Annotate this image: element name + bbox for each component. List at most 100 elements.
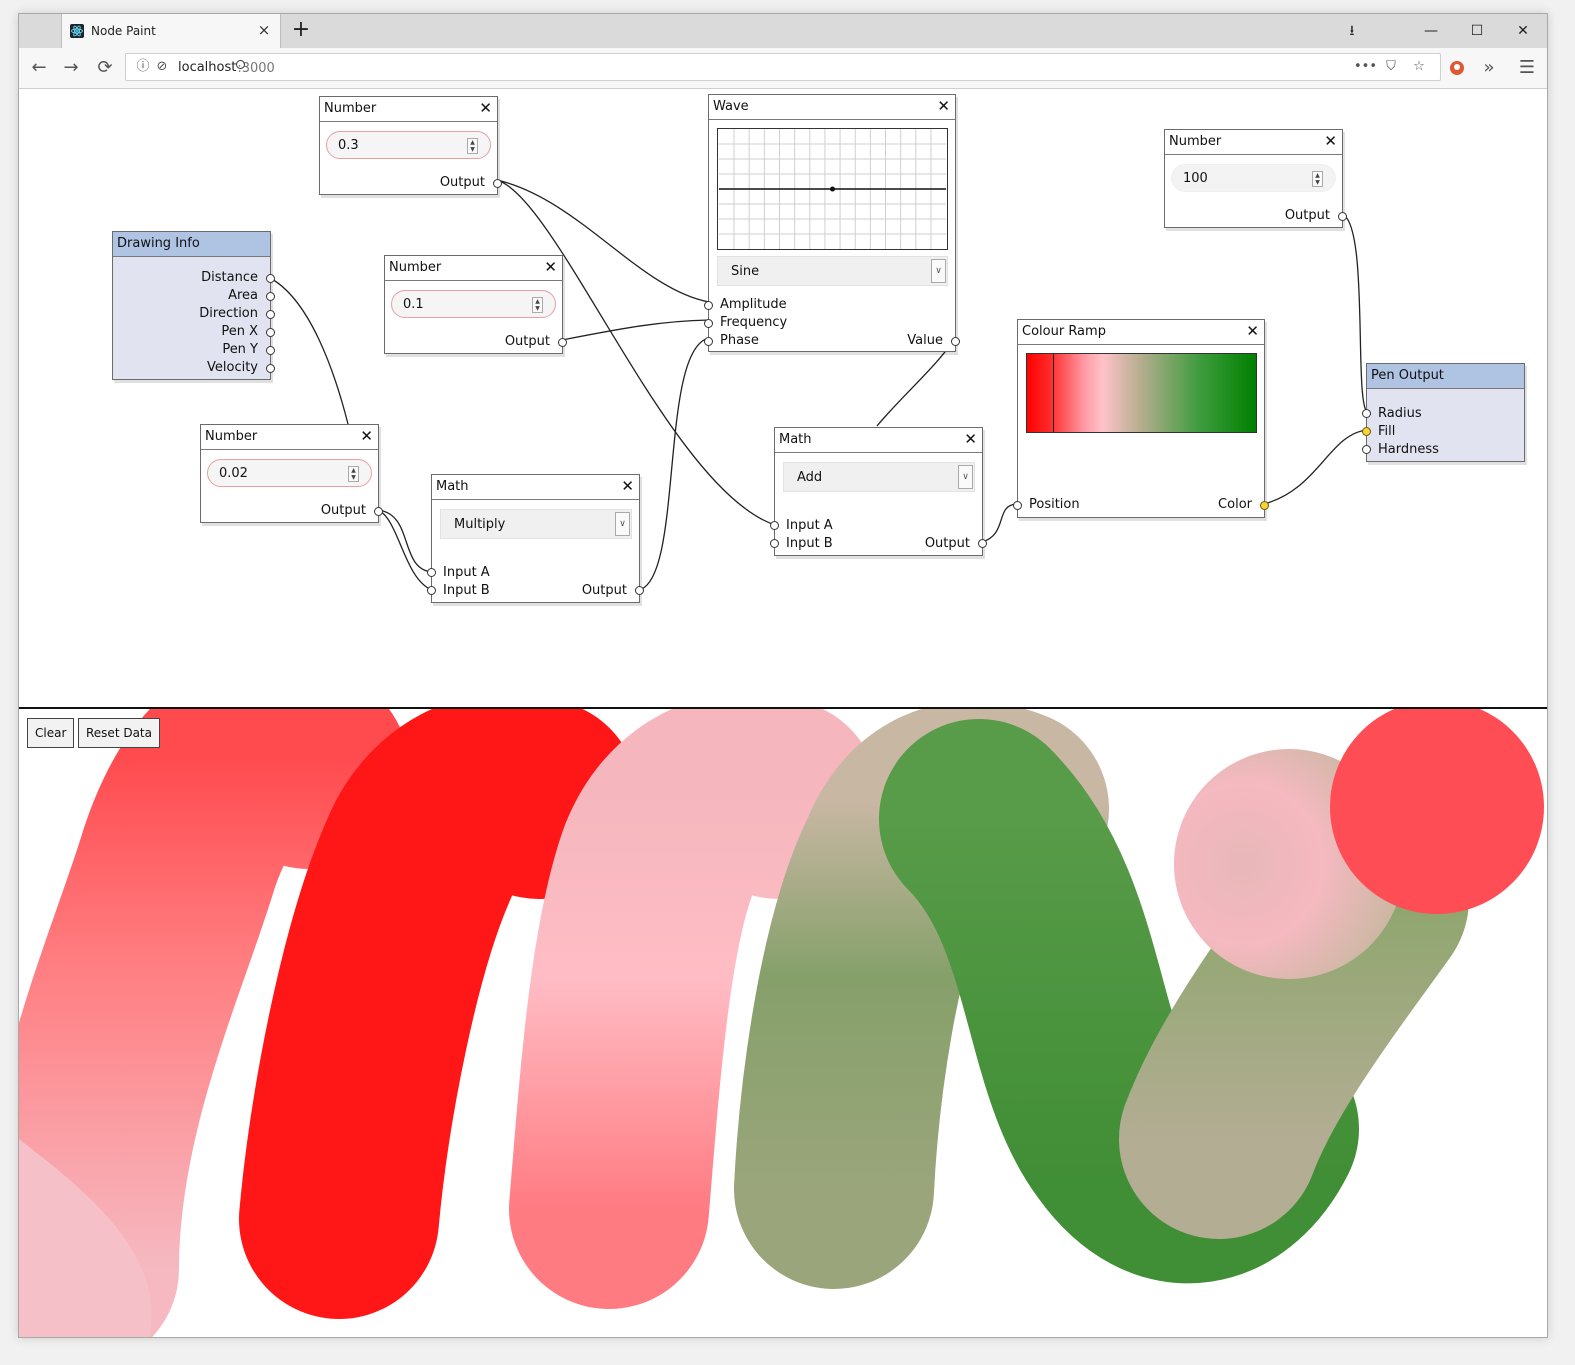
number-value: 0.02 xyxy=(219,466,248,481)
node-header[interactable]: Math ✕ xyxy=(432,475,639,500)
maximize-button[interactable]: ☐ xyxy=(1470,23,1484,39)
insecure-icon[interactable]: ⊘ xyxy=(156,59,168,74)
close-icon[interactable]: ✕ xyxy=(360,427,373,445)
node-header[interactable]: Number ✕ xyxy=(1165,130,1342,155)
close-icon[interactable]: ✕ xyxy=(1324,132,1337,150)
output-pen-x-port[interactable] xyxy=(266,328,275,337)
node-header[interactable]: Number ✕ xyxy=(385,256,562,281)
output-label: Output xyxy=(439,175,485,190)
input-amplitude-port[interactable] xyxy=(704,301,713,310)
close-icon[interactable]: ✕ xyxy=(544,258,557,276)
waveform-select[interactable]: Sine ∨ xyxy=(717,256,948,286)
operation-select[interactable]: Add ∨ xyxy=(783,462,975,492)
input-frequency-port[interactable] xyxy=(704,319,713,328)
info-icon[interactable]: ⓘ xyxy=(136,59,150,74)
number-value: 0.1 xyxy=(403,297,424,312)
minimize-button[interactable]: — xyxy=(1424,23,1438,39)
page-actions-icon[interactable]: ••• xyxy=(1354,59,1378,74)
number-node-2[interactable]: Number ✕ 0.1 ▲▼ Output xyxy=(384,255,567,354)
node-header[interactable]: Number ✕ xyxy=(201,425,378,450)
output-distance-label: Distance xyxy=(201,270,258,285)
clear-button[interactable]: Clear xyxy=(27,718,75,748)
reset-data-button[interactable]: Reset Data xyxy=(78,718,160,748)
close-icon[interactable]: ✕ xyxy=(964,430,977,448)
extension-icon[interactable] xyxy=(1443,54,1471,82)
input-position-port[interactable] xyxy=(1013,501,1022,510)
close-window-button[interactable]: ✕ xyxy=(1517,23,1529,39)
chevron-down-icon[interactable]: ∨ xyxy=(958,465,973,489)
back-icon[interactable]: ← xyxy=(31,57,47,78)
output-port[interactable] xyxy=(558,338,567,347)
input-b-port[interactable] xyxy=(427,586,436,595)
number-input[interactable]: 100 ▲▼ xyxy=(1171,164,1336,192)
operation-select[interactable]: Multiply ∨ xyxy=(440,509,632,539)
colour-ramp-node[interactable]: Colour Ramp ✕ Position Color xyxy=(1013,319,1269,518)
output-label: Output xyxy=(1284,208,1330,223)
output-color-port[interactable] xyxy=(1260,501,1269,510)
close-icon[interactable]: ✕ xyxy=(479,99,492,117)
number-node-3[interactable]: Number ✕ 0.02 ▲▼ Output xyxy=(200,424,383,523)
output-port[interactable] xyxy=(374,507,383,516)
chevron-down-icon[interactable]: ∨ xyxy=(615,512,630,536)
number-input[interactable]: 0.02 ▲▼ xyxy=(207,459,372,487)
output-port[interactable] xyxy=(978,539,987,548)
wave-node[interactable]: Wave ✕ Sin xyxy=(704,94,960,352)
number-input[interactable]: 0.3 ▲▼ xyxy=(326,131,491,159)
output-direction-port[interactable] xyxy=(266,310,275,319)
number-input[interactable]: 0.1 ▲▼ xyxy=(391,290,556,318)
spinner-icon[interactable]: ▲▼ xyxy=(532,297,543,313)
input-hardness-port[interactable] xyxy=(1362,445,1371,454)
overflow-chevron-icon[interactable]: » xyxy=(1483,57,1495,78)
panel-divider[interactable] xyxy=(19,707,1547,709)
math-add-node[interactable]: Math ✕ Add ∨ Input A Input B Output xyxy=(770,427,987,556)
address-bar[interactable]: ⓘ ⊘ localhost:3000 ••• ⛉ ☆ xyxy=(125,53,1441,81)
input-b-port[interactable] xyxy=(770,539,779,548)
chevron-down-icon[interactable]: ∨ xyxy=(931,259,946,283)
input-a-port[interactable] xyxy=(427,568,436,577)
output-port[interactable] xyxy=(1338,212,1347,221)
output-velocity-port[interactable] xyxy=(266,364,275,373)
node-header[interactable]: Math ✕ xyxy=(775,428,982,453)
drawing-info-node[interactable]: Drawing Info Distance Area Direction Pen… xyxy=(112,231,275,380)
new-tab-button[interactable]: + xyxy=(291,17,311,42)
input-fill-port[interactable] xyxy=(1362,427,1371,436)
spinner-icon[interactable]: ▲▼ xyxy=(348,466,359,482)
number-node-4[interactable]: Number ✕ 100 ▲▼ Output xyxy=(1164,129,1347,228)
node-header[interactable]: Drawing Info xyxy=(113,232,270,257)
input-a-label: Input A xyxy=(443,565,490,580)
bookmark-star-icon[interactable]: ☆ xyxy=(1413,59,1425,74)
node-header[interactable]: Wave ✕ xyxy=(709,95,955,120)
tab-close-icon[interactable]: × xyxy=(257,21,271,39)
drawing-canvas[interactable]: Clear Reset Data xyxy=(19,709,1547,1337)
node-header[interactable]: Colour Ramp ✕ xyxy=(1018,320,1264,345)
output-port[interactable] xyxy=(635,586,644,595)
ramp-stop-marker[interactable] xyxy=(1053,354,1054,432)
close-icon[interactable]: ✕ xyxy=(1246,322,1259,340)
forward-icon[interactable]: → xyxy=(63,57,79,78)
math-multiply-node[interactable]: Math ✕ Multiply ∨ Input A Input B Output xyxy=(427,474,644,603)
tab-node-paint[interactable]: Node Paint × xyxy=(61,14,281,48)
menu-icon[interactable]: ☰ xyxy=(1518,57,1536,78)
input-radius-port[interactable] xyxy=(1362,409,1371,418)
number-node-1[interactable]: Number ✕ 0.3 ▲▼ Output xyxy=(319,96,502,195)
pocket-icon[interactable]: ⛉ xyxy=(1386,59,1396,74)
colour-ramp-gradient[interactable] xyxy=(1026,353,1257,433)
output-pen-y-port[interactable] xyxy=(266,346,275,355)
close-icon[interactable]: ✕ xyxy=(937,97,950,115)
pen-output-node[interactable]: Pen Output Radius Fill Hardness xyxy=(1362,363,1525,462)
spinner-icon[interactable]: ▲▼ xyxy=(467,138,478,154)
output-value-port[interactable] xyxy=(951,337,960,346)
output-distance-port[interactable] xyxy=(266,274,275,283)
input-phase-port[interactable] xyxy=(704,337,713,346)
reload-icon[interactable]: ⟳ xyxy=(97,57,113,78)
node-header[interactable]: Number ✕ xyxy=(320,97,497,122)
node-header[interactable]: Pen Output xyxy=(1367,364,1524,389)
downloads-icon[interactable]: ⭳ xyxy=(1349,23,1355,39)
close-icon[interactable]: ✕ xyxy=(621,477,634,495)
node-editor[interactable]: Number ✕ 0.3 ▲▼ Output Drawing Info Dist… xyxy=(19,89,1547,707)
output-port[interactable] xyxy=(493,179,502,188)
input-a-port[interactable] xyxy=(770,521,779,530)
painted-strokes xyxy=(19,709,1544,1337)
output-area-port[interactable] xyxy=(266,292,275,301)
spinner-icon[interactable]: ▲▼ xyxy=(1312,171,1323,187)
